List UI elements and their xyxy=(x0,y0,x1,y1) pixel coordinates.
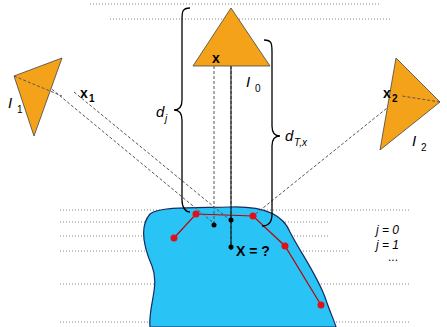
depth-subscript: T,x xyxy=(294,138,307,148)
depth-label: d xyxy=(156,104,164,119)
ray-inside-2 xyxy=(402,96,440,102)
plane-index: j = 0 xyxy=(376,224,399,236)
unknown-point-label: X = ? xyxy=(236,244,270,258)
depth-label: d xyxy=(285,128,293,143)
brackets xyxy=(174,8,280,226)
image-subscript: 1 xyxy=(17,105,23,115)
pixel-subscript: 1 xyxy=(89,94,95,104)
image-label: I xyxy=(246,74,250,89)
surface-curve xyxy=(174,214,321,305)
image-subscript: 2 xyxy=(421,143,427,153)
camera-0 xyxy=(193,8,270,66)
image-label: I xyxy=(8,95,12,110)
hypothesis-points xyxy=(212,218,234,250)
pixel-subscript: 2 xyxy=(392,94,398,104)
depth-subscript: j xyxy=(165,114,167,124)
pixel-label: x xyxy=(80,86,88,100)
viewing-rays xyxy=(48,66,402,247)
image-subscript: 0 xyxy=(255,84,261,94)
surface-points xyxy=(171,211,325,309)
ray-inside-1 xyxy=(14,76,62,96)
pixel-label: x xyxy=(383,86,391,100)
pixel-label: x xyxy=(212,51,220,65)
camera-2 xyxy=(380,58,440,150)
object-surface xyxy=(144,207,336,327)
plane-index: j = 1 xyxy=(376,239,399,251)
image-label: I xyxy=(412,133,416,148)
ellipsis: ... xyxy=(388,251,398,263)
camera-1 xyxy=(14,58,62,136)
